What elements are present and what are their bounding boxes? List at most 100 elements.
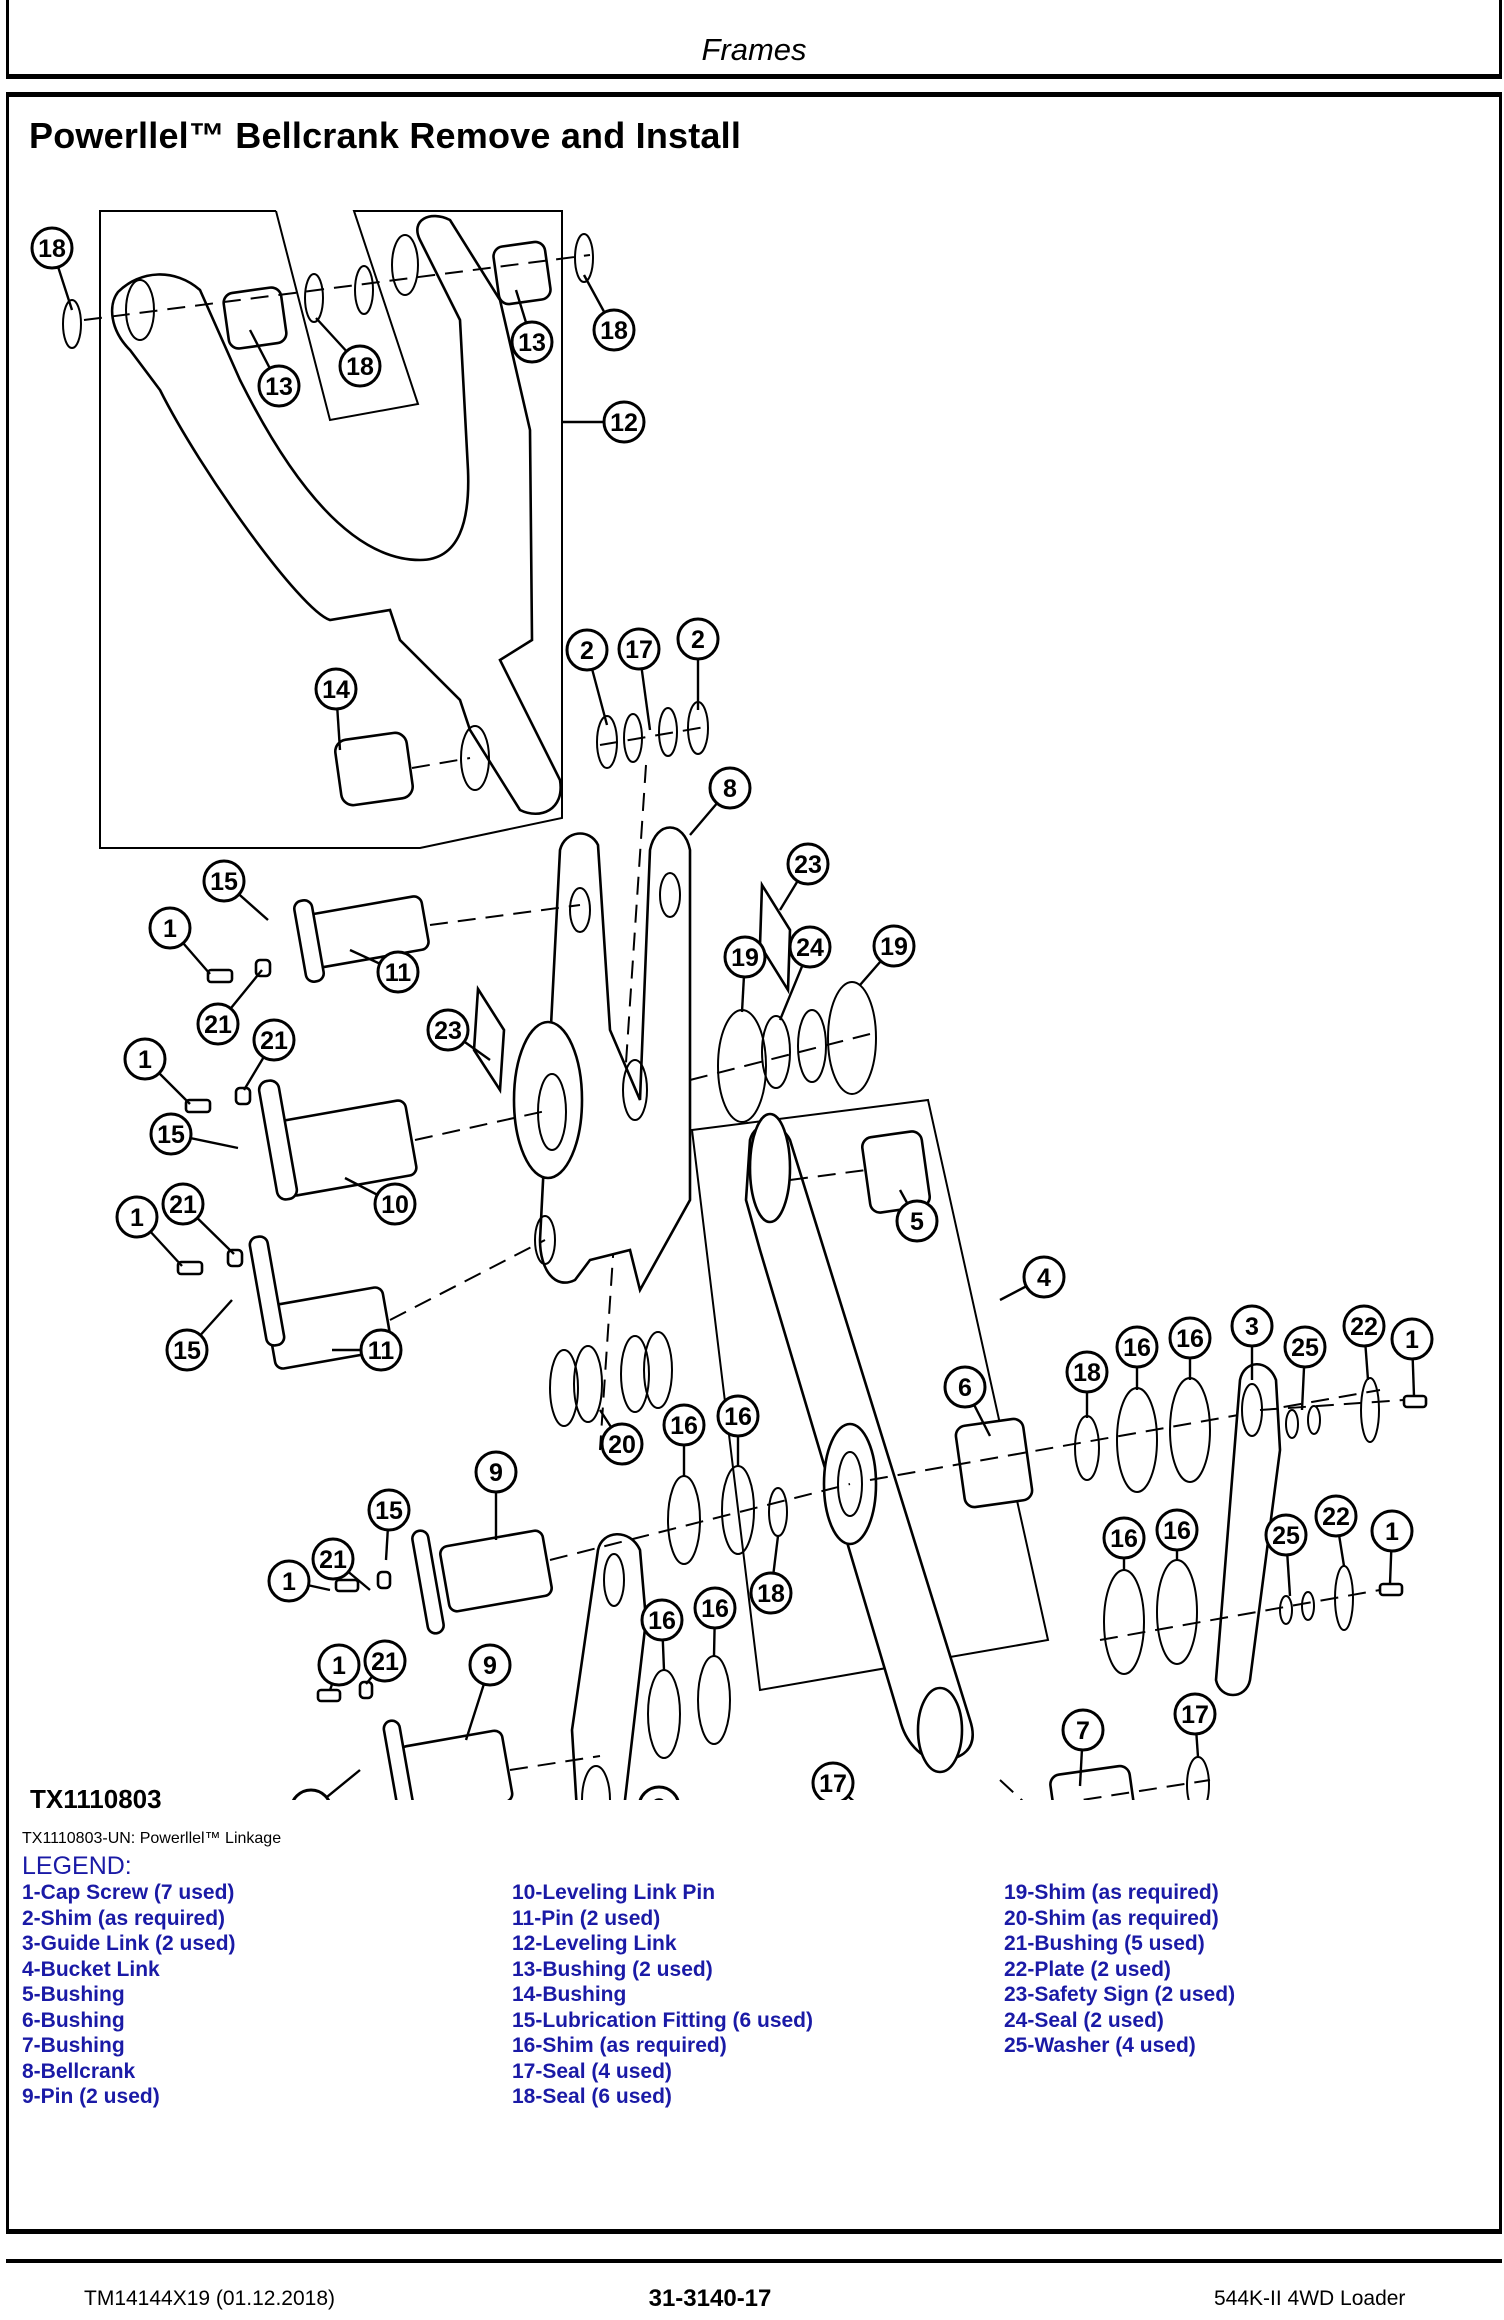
shim-20-a <box>549 1349 579 1427</box>
callout-number: 10 <box>381 1191 409 1219</box>
callout-17: 17 <box>1173 1692 1217 1758</box>
cap-screw-1-f <box>316 1688 342 1703</box>
callout-circle <box>311 1537 355 1581</box>
callout-circle <box>1022 1255 1066 1299</box>
shim-19-a <box>717 1009 767 1123</box>
callout-circle <box>148 906 192 950</box>
callout-15: 15 <box>367 1488 411 1561</box>
legend-item: 20-Shim (as required) <box>1004 1906 1219 1930</box>
bucket-link-top-boss <box>748 1112 792 1224</box>
callout-number: 22 <box>1350 1313 1378 1341</box>
callout-18: 18 <box>315 317 382 388</box>
callout-circle <box>510 320 554 364</box>
callout-17: 17 <box>617 627 661 731</box>
bushing-7 <box>1049 1764 1139 1800</box>
callout-number: 17 <box>625 636 653 664</box>
callout-number: 1 <box>138 1046 152 1074</box>
callout-circle <box>202 859 246 903</box>
callout-circle <box>149 1112 193 1156</box>
pin-9-upper <box>439 1529 553 1613</box>
callout-number: 7 <box>1076 1717 1090 1745</box>
shim-16-c <box>1103 1569 1145 1675</box>
callout-circle <box>943 1365 987 1409</box>
callout-18: 18 <box>30 226 74 311</box>
callout-1: 1 <box>115 1195 183 1267</box>
callout-number: 16 <box>1163 1517 1191 1545</box>
legend-item: 2-Shim (as required) <box>22 1906 226 1930</box>
shim-16-h <box>697 1655 731 1745</box>
figure-id: TX1110803 <box>30 1784 162 1814</box>
pin-11-upper-flange <box>292 899 326 983</box>
callout-circle <box>565 628 609 672</box>
callout-number: 16 <box>1176 1325 1204 1353</box>
callout-1: 1 <box>148 906 211 975</box>
callout-circle <box>468 1643 512 1687</box>
callout-number: 23 <box>434 1017 462 1045</box>
callout-24: 24 <box>778 925 832 1021</box>
bushing-21-e <box>376 1570 392 1590</box>
callout-number: 1 <box>332 1652 346 1680</box>
legend-item: 22-Plate (2 used) <box>1004 1957 1171 1981</box>
callout-circle <box>291 1788 331 1800</box>
seal-17-d <box>1186 1756 1210 1800</box>
callout-7: 7 <box>1061 1708 1105 1787</box>
callout-number: 23 <box>794 851 822 879</box>
washer-25-c <box>1279 1595 1293 1625</box>
callout-number: 18 <box>1073 1359 1101 1387</box>
callout-circle <box>617 627 661 671</box>
callout-circle <box>662 1403 706 1447</box>
callout-circle <box>1155 1508 1199 1552</box>
callout-17: 17 <box>811 1761 855 1800</box>
callout-circle <box>317 1643 361 1687</box>
callout-number: 16 <box>670 1412 698 1440</box>
axis-line-14 <box>411 757 471 769</box>
callout-circle <box>1168 1316 1212 1360</box>
callout-number: 13 <box>518 329 546 357</box>
callout-circle <box>1065 1350 1109 1394</box>
callout-circle <box>600 1422 644 1466</box>
legend-item: 1-Cap Screw (7 used) <box>22 1881 235 1904</box>
axis-pin-10 <box>414 1109 551 1141</box>
callout-circle <box>373 1182 417 1226</box>
callout-15: 15 <box>165 1299 233 1372</box>
safety-sign-23-b <box>758 880 792 995</box>
callout-number: 2 <box>580 637 594 665</box>
page-title: Powerllel™ Bellcrank Remove and Install <box>29 115 742 156</box>
callout-16: 16 <box>1102 1516 1146 1570</box>
callout-circle <box>252 1018 296 1062</box>
callout-11: 11 <box>332 1328 403 1372</box>
cap-screw-1-d <box>1402 1394 1428 1409</box>
callout-circle <box>716 1394 760 1438</box>
callout-circle <box>1342 1304 1386 1348</box>
callout-number: 1 <box>130 1204 144 1232</box>
seal-18-d <box>574 233 594 283</box>
callout-15: 15 <box>291 1769 361 1800</box>
legend-item: 17-Seal (4 used) <box>512 2059 672 2083</box>
callout-leader-line <box>321 1769 361 1800</box>
washer-25-b <box>1307 1405 1321 1435</box>
callout-number: 25 <box>1291 1334 1319 1362</box>
callout-number: 15 <box>210 868 238 896</box>
callout-6: 6 <box>943 1365 992 1437</box>
callout-circle <box>1102 1516 1146 1560</box>
shim-20-d <box>643 1331 673 1409</box>
axis-pin-9-upper <box>549 1483 851 1561</box>
callout-circle <box>426 1008 470 1052</box>
axis-right-lower <box>1099 1589 1381 1641</box>
bushing-21-b <box>234 1086 252 1106</box>
callout-number: 3 <box>1245 1313 1259 1341</box>
callout-number: 17 <box>819 1770 847 1798</box>
pin-9-lower-flange <box>382 1719 418 1800</box>
bucket-link-middle-bore <box>837 1451 863 1517</box>
callout-1: 1 <box>317 1643 361 1691</box>
callout-19: 19 <box>723 935 767 1013</box>
callout-circle <box>1230 1304 1274 1348</box>
callout-circle <box>359 1328 403 1372</box>
cap-screw-1-a <box>206 968 234 984</box>
legend-item: 11-Pin (2 used) <box>512 1906 661 1930</box>
callout-4: 4 <box>999 1255 1066 1302</box>
shim-16-g <box>647 1669 681 1759</box>
bellcrank-bore-bottom <box>534 1215 556 1265</box>
callout-circle <box>376 950 420 994</box>
legend-item: 8-Bellcrank <box>22 2059 136 2083</box>
